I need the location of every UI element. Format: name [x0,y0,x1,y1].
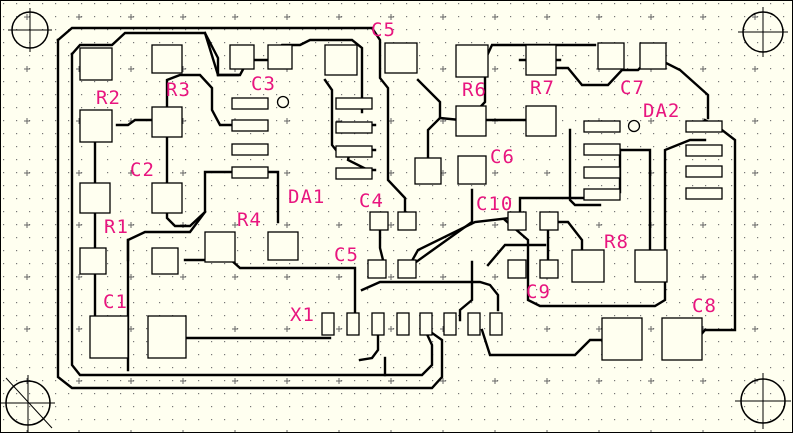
label-c6: C6 [490,146,515,168]
pad-c8-right [661,317,703,361]
pad-da2-6 [685,165,723,178]
pad-da1-3 [231,143,269,156]
pad-c5-top-left [324,44,358,76]
pad-c5-mid-left [367,259,387,279]
pad-c8-left [601,317,643,361]
pad-da1-4 [231,166,269,179]
pad-x1-4 [396,312,410,336]
pad-c7-right [639,42,667,70]
pad-da2-1 [583,120,621,133]
pad-da2-5 [685,187,723,200]
pad-c4-left [369,211,389,231]
label-c2: C2 [130,159,155,181]
label-da2: DA2 [643,100,680,122]
pad-x1-2 [346,312,360,336]
pad-c3-left [229,44,255,70]
label-c3: C3 [251,73,276,95]
pad-x1-5 [419,312,433,336]
label-da1: DA1 [288,186,325,208]
pad-r8-left [571,249,605,283]
pad-r7-bottom [525,105,557,137]
label-c8: C8 [692,295,717,317]
pad-c10-left [507,211,527,231]
pad-c4-right [397,211,417,231]
da2-pin1-marker [627,119,641,133]
label-r3: R3 [166,79,191,101]
pad-da1-1 [231,97,269,110]
pad-r4-right [267,231,299,261]
labels: C5 R2 R3 C3 R6 R7 C7 DA2 C2 C6 DA1 C4 C1… [96,19,717,326]
mounting-hole-top-right [738,7,788,57]
label-c7: C7 [620,77,645,99]
label-c5-mid: C5 [334,244,359,266]
traces [56,26,737,390]
label-r7: R7 [530,77,555,99]
pad-c6-left [414,157,442,185]
label-r2: R2 [96,87,121,109]
pad-c5-top-right [384,42,418,74]
pad-da1-7 [335,121,373,134]
pad-da1-8 [335,97,373,110]
pad-c3-right [267,44,293,70]
label-x1: X1 [290,304,315,326]
pad-da1-5 [335,167,373,180]
pad-r1-bottom [79,247,107,275]
label-r4: R4 [237,209,262,231]
pad-c1-right [147,315,187,359]
pad-c2-bottom [151,182,183,214]
pad-x1-8 [489,312,503,336]
pad-c9-right [539,259,559,279]
pad-r4-left [204,231,236,263]
label-c5-top: C5 [371,19,396,41]
pad-r3-left [151,44,183,74]
pad-da2-4 [583,188,621,201]
label-c4: C4 [359,190,384,212]
pad-x1-3 [371,312,385,336]
label-c10: C10 [476,193,513,215]
pad-x1-7 [467,312,481,336]
pad-c1 [89,315,129,359]
pad-c2-extra [151,247,179,275]
pad-c10-right [539,211,559,231]
label-r8: R8 [604,231,629,253]
pad-da2-8 [685,120,723,133]
label-r1: R1 [104,216,129,238]
pad-c5-mid-right [397,259,417,279]
da1-pin1-marker [276,95,290,109]
label-c1: C1 [103,291,128,313]
pad-c7-left [597,42,625,70]
pad-da1-6 [335,145,373,158]
pad-c6-right [457,155,487,185]
pad-da2-2 [583,143,621,156]
pad-r3-bottom [151,106,183,138]
pad-da2-7 [685,144,723,157]
pad-r2-bottom [79,109,113,143]
pad-r7-top [525,44,557,76]
mounting-hole-top-left [8,8,52,52]
pad-da2-3 [583,166,621,179]
mounting-hole-bottom-right [735,373,791,429]
pad-r2-top [79,47,113,81]
label-r6: R6 [462,79,487,101]
mounting-hole-bottom-left [0,375,55,433]
pad-x1-6 [443,312,457,336]
pad-da1-2 [231,119,269,132]
pad-r1-top [79,182,111,214]
pad-r6-top [455,44,489,78]
pads [79,42,723,361]
pad-c9-left [507,259,527,279]
label-c9: C9 [526,281,551,303]
pad-x1-1 [321,312,335,336]
pad-r8-right [634,249,668,283]
pad-r6-bottom [455,105,487,137]
